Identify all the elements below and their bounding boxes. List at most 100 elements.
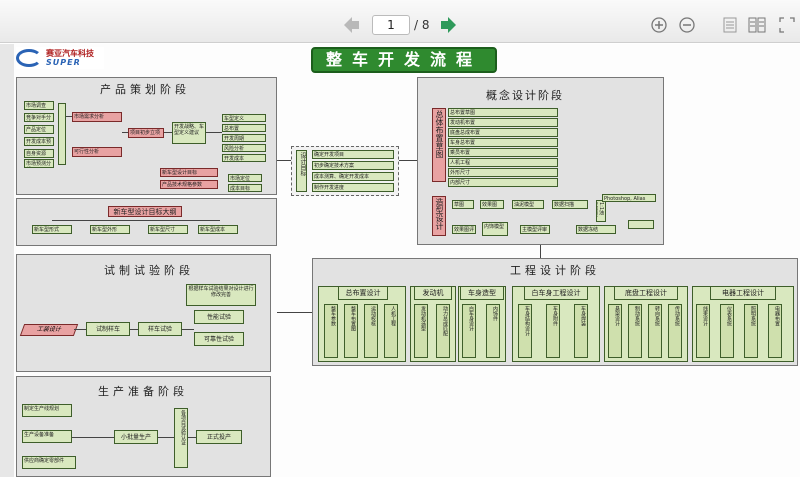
- pp-goals-outline: 新车型设计目标大纲: [108, 206, 182, 217]
- concept-software: Photoshop, Alias: [602, 194, 656, 202]
- pp-left-item: 自身资源: [24, 149, 54, 158]
- trial-out1: 性能试验: [194, 310, 244, 324]
- concept-row2-item: 数据冻结: [576, 225, 616, 234]
- panel-new-model-goals: [16, 198, 277, 246]
- panel-title-trial-production: 试制试验阶段: [104, 264, 194, 277]
- trial-start: 工装设计: [19, 324, 79, 336]
- concept-layout-sketch: 总体布置草图: [432, 108, 446, 182]
- mid-group-item: 确定开发项目: [312, 150, 394, 159]
- pp-right-item: 总布置: [222, 124, 266, 132]
- eng-item: 整车参数: [324, 304, 338, 358]
- pp-goal: 新车型设计目标: [160, 168, 218, 177]
- eng-item: 人机工程: [384, 304, 398, 358]
- eng-item: 线束设计: [696, 304, 710, 358]
- eng-item: 运动校核: [364, 304, 378, 358]
- single-page-icon: [723, 17, 737, 33]
- concept-list-item: 发动机布置: [448, 118, 558, 127]
- eng-item: 仪表系统: [720, 304, 734, 358]
- page-total: / 8: [414, 18, 430, 32]
- eng-item: 发动机选型: [414, 304, 428, 358]
- pp-feasibility: 可行性分析: [72, 147, 122, 157]
- eng-group-title: 电器工程设计: [710, 286, 776, 300]
- concept-styling: 造型设计: [432, 196, 446, 236]
- pp-output: 新车型成本: [198, 225, 238, 234]
- eng-group-title: 总布置设计: [338, 286, 388, 300]
- concept-data-scan: [628, 220, 654, 229]
- pp-output: 新车型外形: [90, 225, 130, 234]
- pp-market-analysis: 市场需求分析: [72, 112, 122, 122]
- eng-item: 转向系统: [648, 304, 662, 358]
- logo-text-cn: 赛亚汽车科技: [46, 49, 94, 58]
- eng-group-title: 发动机: [414, 286, 452, 300]
- eng-item: 制动系统: [628, 304, 642, 358]
- mid-group-item: 成本测算、确定开发成本: [312, 172, 394, 181]
- eng-item: 白车身设计: [462, 304, 476, 358]
- page-title: 整车开发流程: [311, 47, 497, 73]
- panel-title-production-prep: 生产准备阶段: [98, 385, 188, 398]
- logo-swoosh-icon: [16, 49, 42, 67]
- concept-list-item: 车身总布置: [448, 138, 558, 147]
- eng-group-title: 白车身工程设计: [524, 286, 588, 300]
- pp-left-item: 竞争对手分析: [24, 113, 54, 122]
- pp-left-item: 市场预测分析: [24, 159, 54, 168]
- fullscreen-button[interactable]: [778, 16, 796, 34]
- prep-vert: 各项目试验认证: [174, 408, 188, 468]
- eng-group-title: 底盘工程设计: [614, 286, 678, 300]
- concept-list-item: 乘员布置: [448, 148, 558, 157]
- pp-output: 新车型形式: [32, 225, 72, 234]
- zoom-in-button[interactable]: [650, 16, 668, 34]
- next-page-button[interactable]: [438, 14, 460, 36]
- pp-left-item: 产品定位: [24, 125, 54, 134]
- panel-title-concept-design: 概念设计阶段: [486, 89, 564, 102]
- zoom-out-icon: [679, 17, 695, 33]
- arrow-left-icon: [344, 17, 359, 33]
- pp-project-setup: 项目初步立项: [128, 128, 164, 138]
- eng-item: 动力总成匹配: [436, 304, 450, 358]
- eng-item: 悬架设计: [608, 304, 622, 358]
- pp-right-item: 开发成本: [222, 154, 266, 162]
- arrow-right-icon: [441, 17, 456, 33]
- concept-row1-item: 草图: [452, 200, 474, 209]
- page-number-input[interactable]: 1: [372, 15, 410, 35]
- concept-clay-model: 1:1油泥模型: [596, 200, 606, 222]
- concept-list-item: 底盘总成布置: [448, 128, 558, 137]
- pp-right-item: 开发周期: [222, 134, 266, 142]
- mid-group-item: 初步确定技术方案: [312, 161, 394, 170]
- two-page-icon: [748, 17, 766, 33]
- eng-item: 传动系统: [668, 304, 682, 358]
- company-logo: 赛亚汽车科技 SUPER: [16, 47, 104, 69]
- zoom-out-button[interactable]: [678, 16, 696, 34]
- prep-left-item: 供应商确定零部件: [22, 456, 76, 469]
- concept-row2-item: 内饰模型: [482, 222, 508, 236]
- concept-list-item: 外形尺寸: [448, 168, 558, 177]
- pp-left-item: 市场调查: [24, 101, 54, 110]
- single-page-view-button[interactable]: [722, 16, 738, 34]
- eng-item: 照明系统: [744, 304, 758, 358]
- pp-spec: 产品技术规格参数: [160, 180, 218, 189]
- pp-side: 成本目标: [228, 184, 262, 192]
- concept-row2-item: 主模型评审: [520, 225, 550, 234]
- trial-out2: 可靠性试验: [194, 332, 244, 346]
- concept-row1-item: 数据扫描: [552, 200, 588, 209]
- pp-right-item: 风险分析: [222, 144, 266, 152]
- panel-title-product-planning: 产品策划阶段: [100, 83, 190, 96]
- pdf-toolbar: 1 / 8: [0, 0, 800, 43]
- eng-group-title: 车身造型: [460, 286, 504, 300]
- concept-row2-item: 效果图评审: [452, 225, 476, 234]
- prep-left-item: 生产设备准备: [22, 430, 72, 443]
- logo-text-en: SUPER: [46, 58, 81, 67]
- concept-list-item: 总布置草图: [448, 108, 558, 117]
- concept-row1-item: 油泥模型: [512, 200, 544, 209]
- eng-item: 车身焊装: [574, 304, 588, 358]
- concept-list-item: 内部尺寸: [448, 178, 558, 187]
- prep-left-item: 制定生产线规划: [22, 404, 72, 417]
- two-page-view-button[interactable]: [748, 16, 766, 34]
- zoom-in-icon: [651, 17, 667, 33]
- eng-item: 车身附件: [546, 304, 560, 358]
- pp-strategy: 开发战略、车型定义建议: [172, 122, 206, 144]
- pp-right-item: 车型定义: [222, 114, 266, 122]
- prep-mid: 小批量生产: [114, 430, 158, 444]
- design-goal-label: 设计目标: [296, 150, 307, 192]
- panel-title-engineering-design: 工程设计阶段: [510, 264, 600, 277]
- prev-page-button[interactable]: [340, 14, 362, 36]
